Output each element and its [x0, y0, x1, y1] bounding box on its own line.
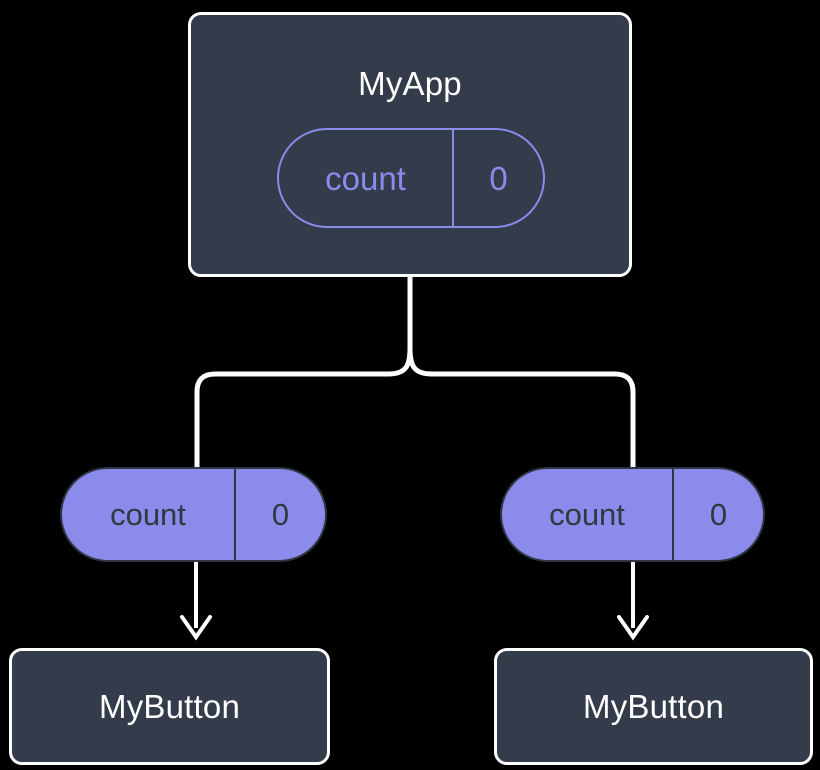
state-pill-root[interactable]: count 0: [277, 128, 545, 228]
state-pill-branch-right[interactable]: count 0: [500, 467, 765, 562]
state-key-branch-left: count: [62, 469, 236, 560]
arrow-down-icon-left: [180, 615, 212, 641]
state-value-root: 0: [489, 159, 508, 197]
component-node-myapp[interactable]: MyApp: [188, 12, 632, 277]
fork-connector: [407, 274, 636, 470]
state-key-branch-right: count: [502, 469, 674, 560]
state-value-branch-right: 0: [709, 497, 728, 532]
component-node-mybutton-right[interactable]: MyButton: [494, 648, 813, 765]
component-label-mybutton-left: MyButton: [99, 688, 240, 725]
arrow-down-icon-right: [617, 615, 649, 641]
state-value-branch-left: 0: [271, 497, 290, 532]
state-pill-branch-left[interactable]: count 0: [60, 467, 327, 562]
state-key-root: count: [279, 130, 454, 226]
component-label-myapp: MyApp: [358, 65, 462, 102]
component-label-mybutton-right: MyButton: [583, 688, 724, 725]
component-node-mybutton-left[interactable]: MyButton: [9, 648, 330, 765]
fork-connector-left: [194, 345, 413, 470]
